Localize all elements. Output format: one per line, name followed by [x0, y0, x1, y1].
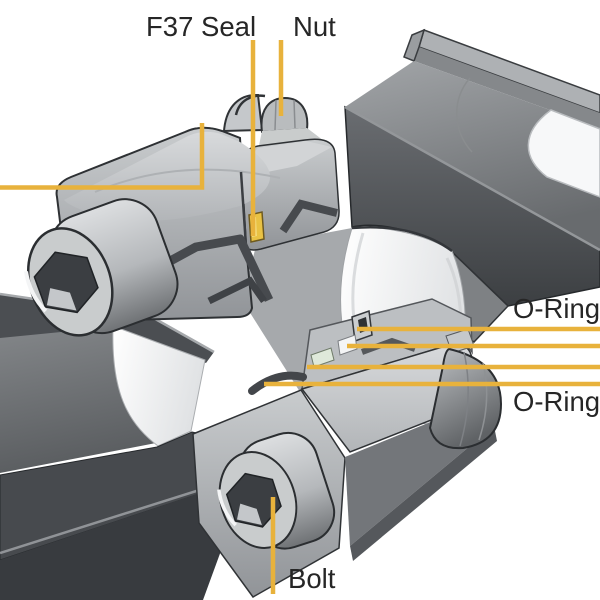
nut-facet-2: [293, 99, 296, 129]
bolt-upper-rim-highlight: [24, 271, 48, 313]
socket-head-bolt-upper: [24, 198, 179, 337]
o-ring-chip-green: [310, 347, 335, 368]
bolt-lower-rim-highlight: [217, 489, 237, 527]
label-nut: Nut: [293, 11, 336, 42]
sleeve-top-edge: [351, 226, 453, 253]
retaining-ring-zigzag-main: [147, 234, 274, 302]
pipe-right-inner-surface: [345, 61, 600, 250]
dome-nut-facet-2: [478, 362, 488, 441]
pipe-right-wall-strip-side: [414, 47, 600, 128]
sleeve-cut-band-lower: [112, 325, 206, 447]
clamp-top-hump: [222, 93, 264, 133]
label-bolt: Bolt: [288, 563, 336, 594]
pipe-left-outer-surface: [0, 477, 248, 600]
hex-nut-top: [260, 96, 309, 134]
pipe-right-near-wall-edge-highlight: [344, 105, 600, 252]
o-ring-groove-bottom: [248, 371, 307, 395]
pipe-right-bore-groove: [456, 77, 473, 153]
nut-dome: [260, 96, 309, 134]
lower-clamp-underside-dark: [350, 426, 497, 561]
label-f37-seal: F37 Seal: [146, 11, 256, 42]
nut-washer-arc: [234, 94, 266, 116]
clamp-saddle-line: [94, 168, 281, 193]
clamp-front-top-face: [64, 131, 270, 222]
leader-lines: [0, 40, 600, 594]
pipe-left-inner-surface: [0, 325, 156, 473]
lower-flange-clamp: [192, 298, 503, 598]
bolt-lower-socket-facet: [236, 503, 262, 526]
pipe-right-cut-face: [527, 109, 600, 198]
upper-flange-clamp: [24, 93, 340, 337]
retaining-ring-zigzag-small: [207, 276, 267, 305]
nut-facet-1: [274, 99, 277, 131]
label-o-ring-top: O-Ring: [513, 293, 600, 324]
label-o-ring-bottom: O-Ring: [513, 386, 600, 417]
clamp-seam: [239, 171, 248, 247]
bolt-upper-socket-facet: [46, 288, 77, 311]
retaining-ring-zigzag-right: [279, 199, 338, 234]
socket-head-bolt-lower: [217, 431, 336, 550]
leader-cropped-left: [0, 123, 205, 190]
pipe-right-wall-strip-cap: [403, 28, 426, 62]
dome-nut-facet-1: [459, 351, 469, 447]
callout-labels: F37 Seal Nut O-Ring O-Ring Bolt: [146, 11, 600, 594]
